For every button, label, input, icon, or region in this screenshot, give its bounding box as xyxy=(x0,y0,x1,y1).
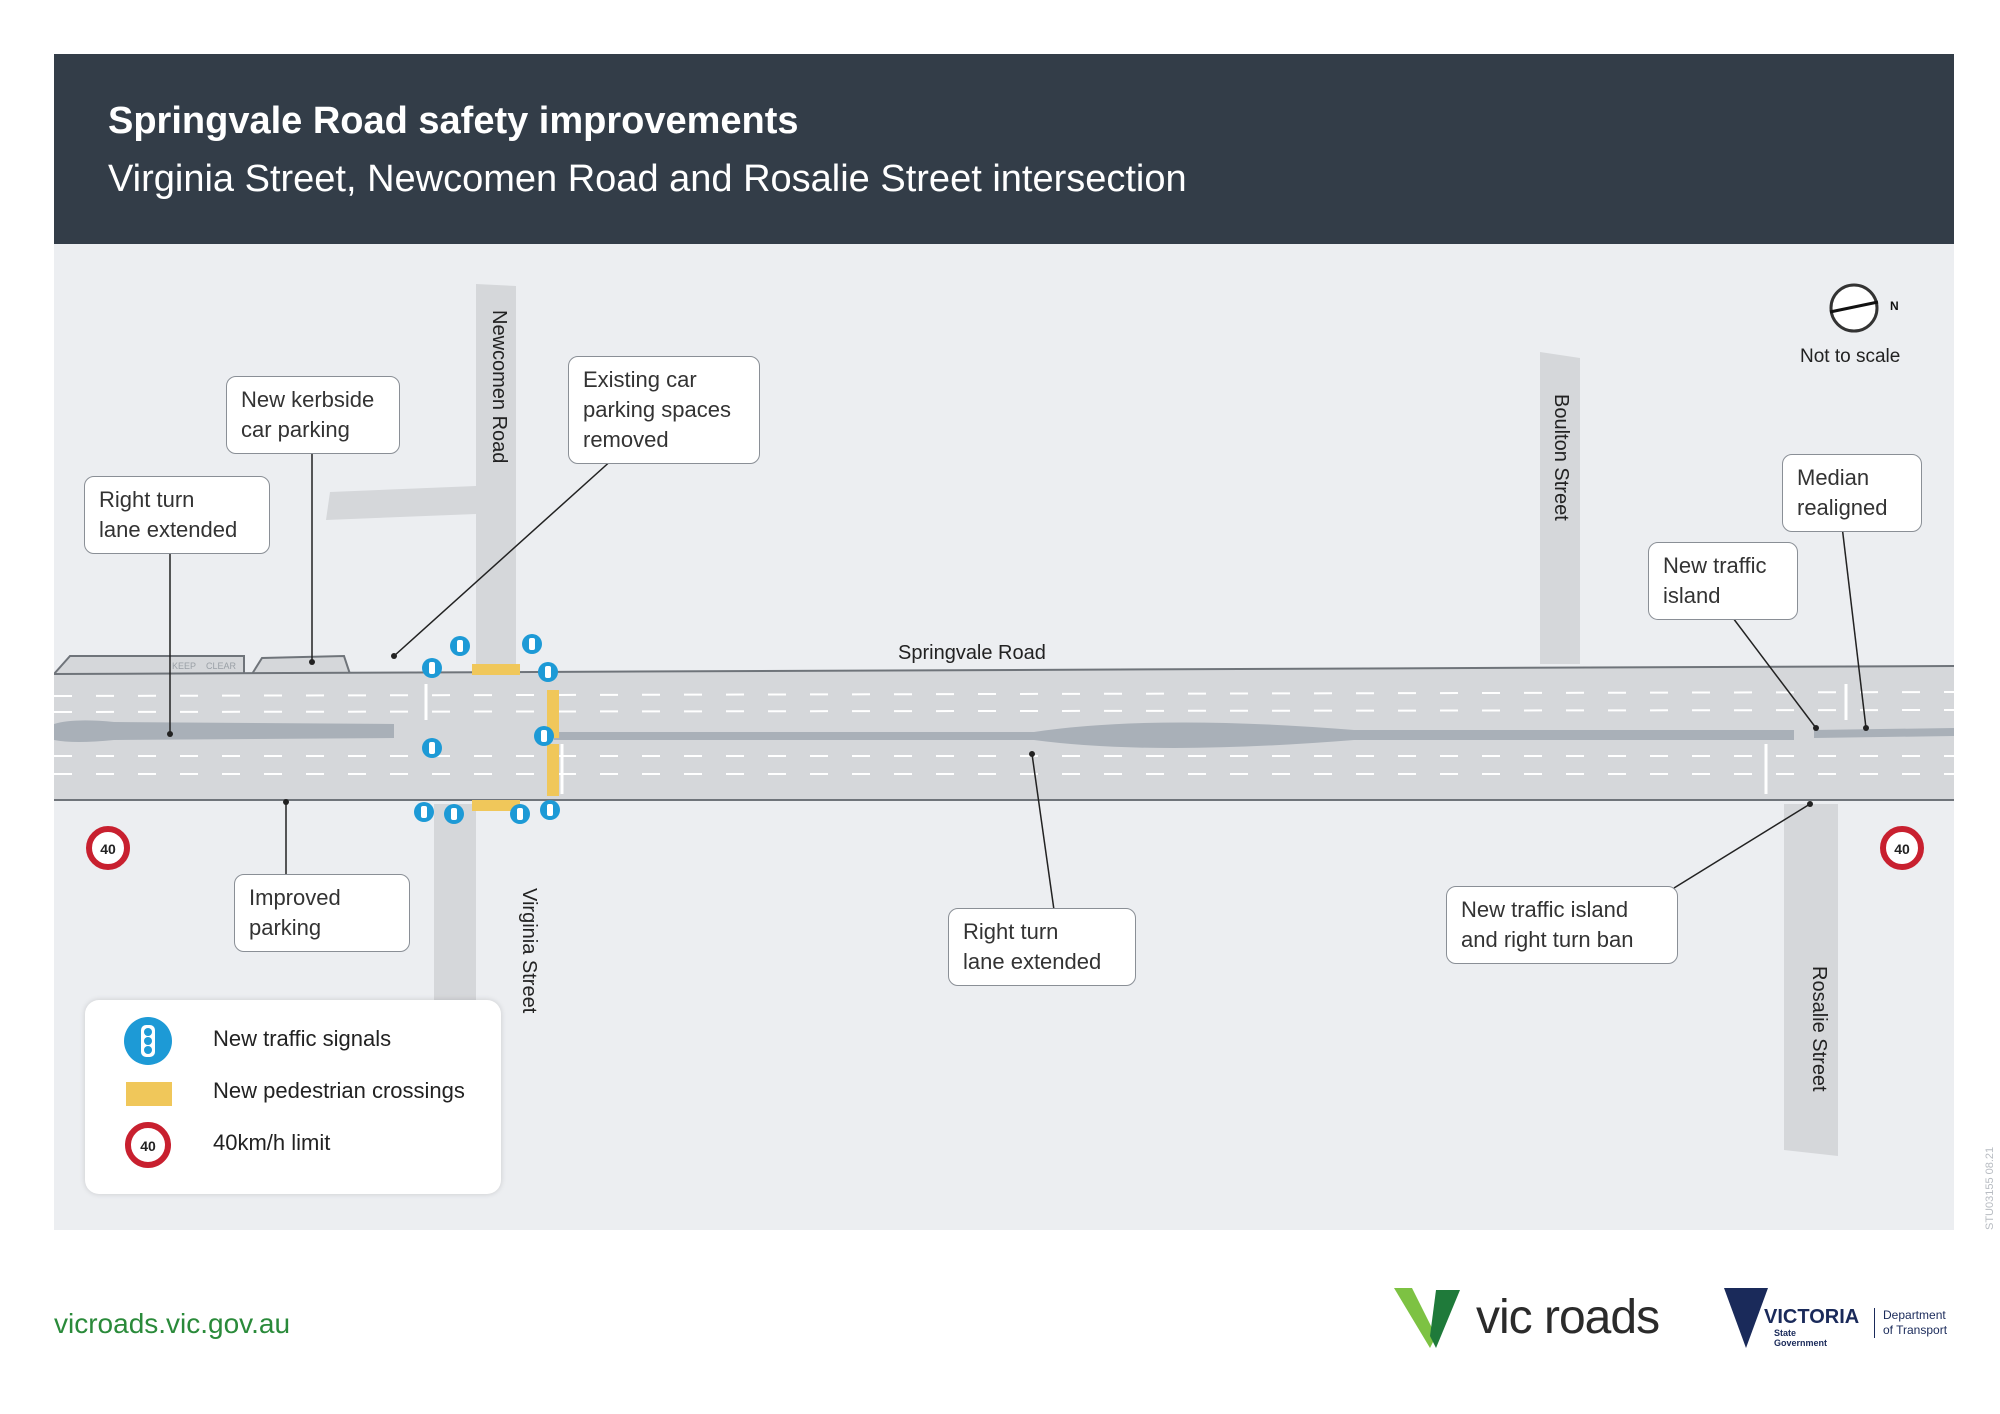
not-to-scale-note: Not to scale xyxy=(1800,346,1901,367)
traffic-signal-icon xyxy=(422,658,442,678)
callout-right-turn-lane-west: Right turn lane extended xyxy=(84,476,270,554)
page-title: Springvale Road safety improvements xyxy=(108,100,799,142)
kerbside-bay-east xyxy=(250,654,352,675)
compass-icon: N xyxy=(1829,283,1899,333)
traffic-signal-icon xyxy=(538,662,558,682)
callout-new-traffic-island: New traffic island xyxy=(1648,542,1798,620)
callout-right-turn-lane-mid: Right turn lane extended xyxy=(948,908,1136,986)
victoria-wordmark: VICTORIA xyxy=(1764,1306,1860,1328)
speed-sign-east-value: 40 xyxy=(1894,841,1910,857)
newcomen-road-shape xyxy=(476,284,516,664)
traffic-signal-icon xyxy=(522,634,542,654)
road-network: 40 40 N KEEP CLEAR xyxy=(54,283,1954,1156)
speed-limit-icon: 40 xyxy=(125,1122,171,1168)
legend: New traffic signals New pedestrian cross… xyxy=(85,1000,501,1194)
victoria-government-logo: VICTORIA State Government Department of … xyxy=(1724,1284,1954,1364)
springvale-road-label: Springvale Road xyxy=(898,642,1046,664)
legend-item-signals: New traffic signals xyxy=(85,1016,501,1066)
callout-anchors xyxy=(167,653,1869,807)
legend-label-speed: 40km/h limit xyxy=(213,1130,331,1155)
callout-island-right-turn-ban: New traffic island and right turn ban xyxy=(1446,886,1678,964)
keep-marking: KEEP xyxy=(172,661,196,671)
speed-limit-value: 40 xyxy=(140,1138,156,1154)
traffic-signal-icon xyxy=(534,726,554,746)
rosalie-street-shape xyxy=(1784,804,1838,1156)
boulton-street-label: Boulton Street xyxy=(1550,394,1572,521)
north-kerb xyxy=(54,665,1954,675)
median-east xyxy=(1814,728,1954,738)
traffic-signal-icon xyxy=(414,802,434,822)
speed-sign-east: 40 xyxy=(1880,826,1924,870)
virginia-street-label: Virginia Street xyxy=(518,888,540,1014)
vicroads-v-icon xyxy=(1394,1288,1460,1348)
department-of-transport-text: Department of Transport xyxy=(1874,1308,1947,1338)
newcomen-access-lane xyxy=(326,486,476,520)
median-central xyxy=(554,722,1794,748)
compass-north: N xyxy=(1890,299,1899,313)
traffic-signal-icon xyxy=(422,738,442,758)
traffic-signal-icon xyxy=(450,636,470,656)
newcomen-road-label: Newcomen Road xyxy=(488,310,510,464)
clear-marking: CLEAR xyxy=(206,661,237,671)
speed-sign-west-value: 40 xyxy=(100,841,116,857)
callout-new-kerbside-parking: New kerbside car parking xyxy=(226,376,400,454)
callout-existing-parking-removed: Existing car parking spaces removed xyxy=(568,356,760,464)
speed-sign-west: 40 xyxy=(86,826,130,870)
traffic-signal-icon xyxy=(510,804,530,824)
legend-label-crossings: New pedestrian crossings xyxy=(213,1078,465,1103)
stop-lines xyxy=(424,684,1848,794)
traffic-signals xyxy=(414,634,560,824)
callout-leaders xyxy=(169,450,1867,911)
document-code: STU03155 08.21 xyxy=(1984,1146,1996,1230)
traffic-signal-icon xyxy=(444,804,464,824)
header-banner: Springvale Road safety improvements Virg… xyxy=(54,54,1954,244)
pedestrian-crossings xyxy=(472,664,559,811)
victoria-triangle-icon xyxy=(1724,1288,1768,1348)
vicroads-wordmark: vic roads xyxy=(1476,1291,1660,1344)
traffic-signal-icon xyxy=(540,800,560,820)
legend-item-crossings: New pedestrian crossings xyxy=(85,1068,501,1118)
traffic-signal-icon xyxy=(124,1017,172,1065)
legend-item-speed: 40 40km/h limit xyxy=(85,1120,501,1170)
median-west xyxy=(54,720,394,742)
legend-label-signals: New traffic signals xyxy=(213,1026,392,1051)
callout-improved-parking: Improved parking xyxy=(234,874,410,952)
footer-url-link[interactable]: vicroads.vic.gov.au xyxy=(54,1308,291,1339)
pedestrian-crossing-icon xyxy=(126,1082,172,1106)
state-government-text: State Government xyxy=(1774,1328,1828,1348)
callout-median-realigned: Median realigned xyxy=(1782,454,1922,532)
page-subtitle: Virginia Street, Newcomen Road and Rosal… xyxy=(108,158,1187,200)
rosalie-street-label: Rosalie Street xyxy=(1808,966,1830,1092)
vicroads-logo: vic roads xyxy=(1390,1284,1670,1354)
boulton-street-shape xyxy=(1540,352,1580,664)
